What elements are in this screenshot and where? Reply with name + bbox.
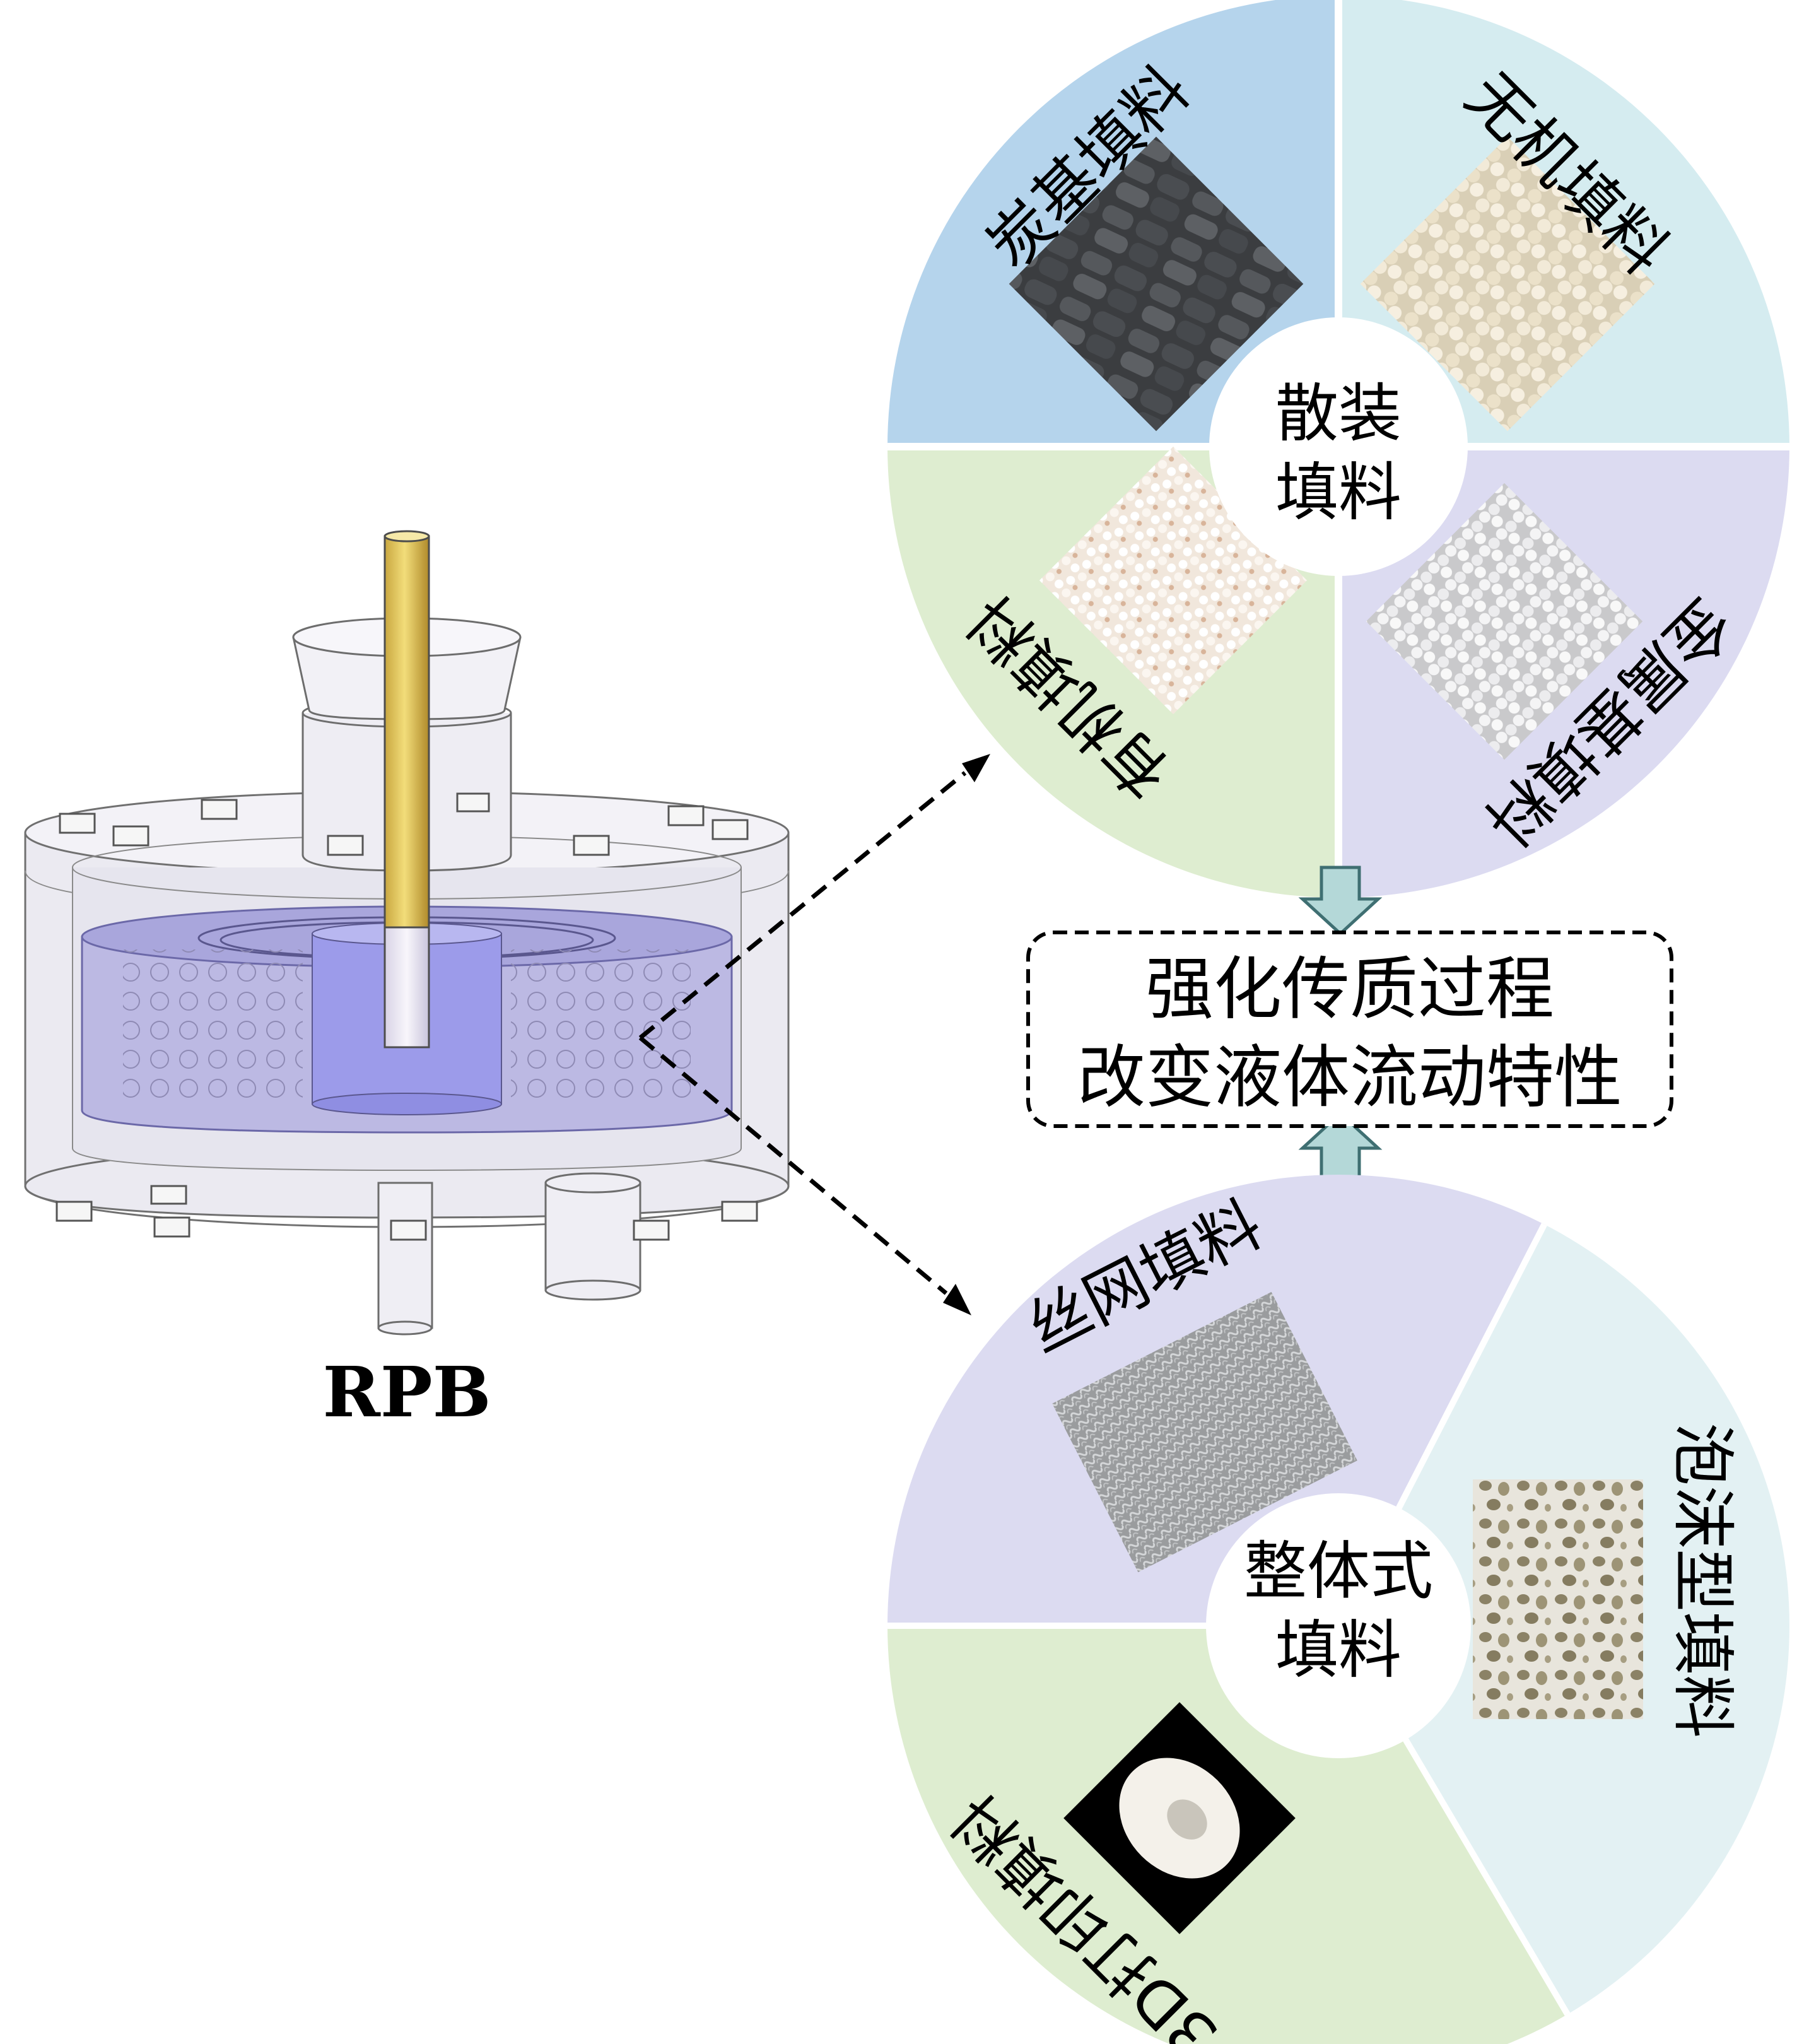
structured-center [1206,1493,1471,1758]
dashed-arrows [638,771,967,1295]
effect-mass-transfer: 强化传质过程 [1145,950,1554,1029]
photo-foam [1473,1479,1643,1719]
structured-center-line2: 填料 [1275,1613,1402,1687]
effect-flow-characteristics: 改变液体流动特性 [1077,1038,1622,1117]
structured-center-line1: 整体式 [1244,1534,1433,1608]
arrowhead-bulk [962,754,990,782]
rpb-label: RPB [322,1351,491,1433]
rpb-apparatus [24,530,790,1336]
down-arrow [1298,866,1383,936]
photo-inorganic [1360,136,1655,432]
photo-metal [1366,483,1643,760]
arrow-to-bulk [638,771,967,1040]
structured-photos [1052,1291,1643,1934]
bulk-photos [1009,136,1655,760]
bulk-center-line1: 散装 [1275,377,1402,450]
bulk-center [1209,317,1468,576]
label-foam: 泡沫型填料 [1666,1423,1740,1738]
arrowhead-structured [943,1284,971,1315]
photo-printed [1063,1702,1296,1934]
up-arrow [1298,1111,1383,1182]
arrow-to-structured [638,1036,948,1295]
photo-wire-mesh [1052,1291,1357,1573]
effects-box [1026,931,1673,1128]
bulk-center-line2: 填料 [1275,455,1402,529]
photo-carbon [1009,136,1304,432]
